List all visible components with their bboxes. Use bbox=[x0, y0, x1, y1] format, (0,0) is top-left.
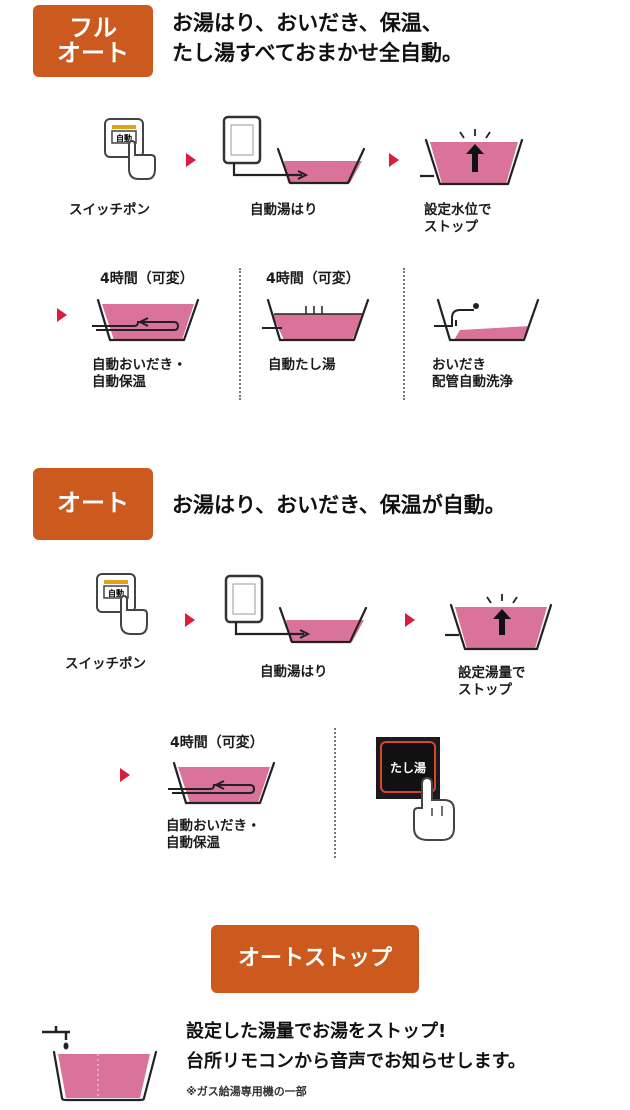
auto-topup-icon bbox=[262, 298, 370, 342]
reheat-keep-warm-icon bbox=[168, 761, 276, 805]
step-amount-stop-line2: ストップ bbox=[458, 682, 512, 698]
full-auto-headline-line1: お湯はり、おいだき、保温、 bbox=[172, 11, 443, 35]
flow-arrow bbox=[389, 153, 399, 167]
switch-label: 自動 bbox=[116, 133, 132, 143]
water-level-stop-icon bbox=[420, 129, 524, 186]
reheat-line2: 自動保温 bbox=[92, 374, 146, 390]
auto-stop-text: 設定した湯量でお湯をストップ! 台所リモコンから音声でお知らせします。 bbox=[186, 1017, 526, 1077]
step-auto-fill-label: 自動湯はり bbox=[260, 664, 328, 680]
switch-press-icon: 自動 bbox=[104, 118, 156, 180]
reheat-line1: 自動おいだき・ bbox=[166, 818, 261, 834]
flow-arrow bbox=[57, 308, 67, 322]
pipe-cleaning-line1: おいだき bbox=[432, 357, 486, 373]
auto-stop-note: ※ガス給湯専用機の一部 bbox=[186, 1085, 307, 1098]
switch-label: 自動 bbox=[108, 588, 124, 598]
full-auto-badge: フル オート bbox=[33, 5, 153, 77]
flow-arrow bbox=[405, 613, 415, 627]
step-level-stop-line2: ストップ bbox=[424, 219, 478, 235]
auto-badge: オート bbox=[33, 468, 153, 540]
full-auto-headline-line2: たし湯すべておまかせ全自動。 bbox=[172, 41, 464, 65]
water-heater-fill-icon bbox=[222, 115, 366, 185]
step-switch-label: スイッチポン bbox=[69, 202, 150, 218]
pipe-cleaning-label: おいだき 配管自動洗浄 bbox=[432, 357, 513, 391]
step-switch-label: スイッチポン bbox=[65, 656, 146, 672]
water-heater-fill-icon bbox=[224, 574, 368, 644]
faucet-bathtub-icon bbox=[42, 1026, 158, 1102]
step-amount-stop-label: 設定湯量で ストップ bbox=[458, 665, 526, 699]
pointing-hand-icon bbox=[413, 776, 455, 841]
step-auto-fill-label: 自動湯はり bbox=[250, 202, 318, 218]
flow-arrow bbox=[186, 153, 196, 167]
water-amount-stop-icon bbox=[445, 594, 553, 651]
reheat-line1: 自動おいだき・ bbox=[92, 357, 187, 373]
auto-stop-line1: 設定した湯量でお湯をストップ! bbox=[186, 1021, 447, 1042]
flow-arrow bbox=[185, 613, 195, 627]
auto-headline: お湯はり、おいだき、保温が自動。 bbox=[172, 493, 506, 517]
time-label-topup: 4時間（可変） bbox=[266, 271, 360, 287]
step-amount-stop-line1: 設定湯量で bbox=[458, 665, 526, 681]
flow-arrow bbox=[120, 768, 130, 782]
auto-stop-badge: オートストップ bbox=[211, 925, 419, 993]
reheat-keep-warm-label: 自動おいだき・ 自動保温 bbox=[92, 357, 187, 391]
full-auto-headline: お湯はり、おいだき、保温、 たし湯すべておまかせ全自動。 bbox=[172, 8, 463, 68]
pipe-cleaning-line2: 配管自動洗浄 bbox=[432, 374, 513, 390]
time-label-reheat: 4時間（可変） bbox=[170, 735, 264, 751]
dotted-separator bbox=[239, 268, 241, 400]
auto-stop-line2: 台所リモコンから音声でお知らせします。 bbox=[186, 1051, 526, 1072]
pipe-cleaning-icon bbox=[434, 298, 540, 342]
time-label-reheat: 4時間（可変） bbox=[100, 271, 194, 287]
full-auto-badge-line1: フル bbox=[69, 13, 117, 42]
auto-topup-label: 自動たし湯 bbox=[268, 357, 336, 373]
dotted-separator bbox=[403, 268, 405, 400]
tashiyu-button-label: たし湯 bbox=[389, 760, 426, 775]
reheat-keep-warm-label: 自動おいだき・ 自動保温 bbox=[166, 818, 261, 852]
full-auto-badge-line2: オート bbox=[57, 39, 129, 67]
reheat-keep-warm-icon bbox=[92, 298, 200, 342]
switch-press-icon: 自動 bbox=[96, 573, 148, 635]
step-level-stop-line1: 設定水位で bbox=[424, 202, 492, 218]
step-level-stop-label: 設定水位で ストップ bbox=[424, 202, 492, 236]
dotted-separator bbox=[334, 728, 336, 858]
reheat-line2: 自動保温 bbox=[166, 835, 220, 851]
